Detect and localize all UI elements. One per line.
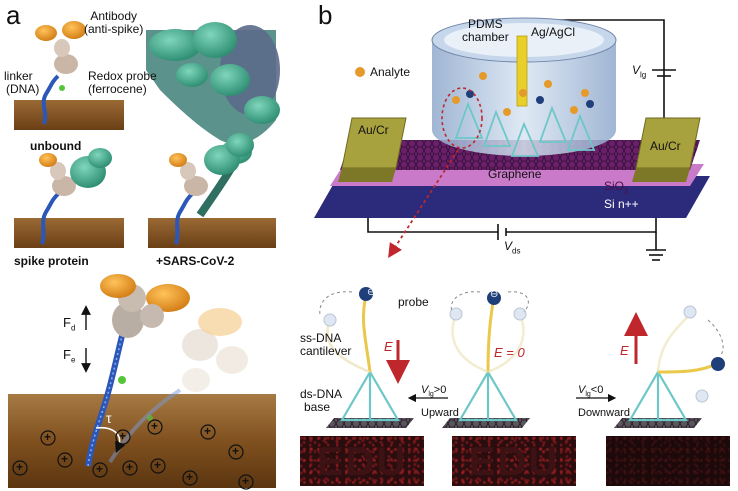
aucr-left-label: Au/Cr: [358, 123, 389, 137]
minus-charge-3: ⊖: [704, 355, 713, 366]
panel-b-letter: b: [318, 0, 333, 30]
plus-charge-4: +: [204, 424, 212, 438]
plus-charge-5: +: [232, 444, 240, 458]
minus-charge-2: ⊖: [490, 289, 499, 300]
unbound-illustration: [14, 21, 124, 130]
fe-label: Fe: [63, 347, 76, 365]
si-label: Si n++: [604, 197, 639, 211]
sars-label: +SARS-CoV-2: [156, 254, 235, 268]
plus-charge-12: +: [242, 474, 250, 488]
cond-downward: Vlg<0 Downward: [578, 384, 630, 420]
plus-charge-3: +: [151, 419, 159, 433]
unbound-label: unbound: [30, 139, 82, 153]
torque-label: τ: [106, 410, 112, 426]
vlg-label: Vlg: [632, 63, 647, 80]
fluorescence-image-left: EDU: [300, 436, 424, 486]
sars-illustration: [148, 133, 276, 248]
fd-label: Fd: [63, 315, 76, 333]
vds-label: Vds: [504, 239, 521, 256]
spike-protein-label: spike protein: [14, 254, 89, 268]
fluorescence-image-middle: EDU: [452, 436, 576, 486]
plus-charge-2: +: [119, 429, 127, 443]
charge-markers: [12, 419, 254, 490]
plus-charge-6: +: [16, 460, 24, 474]
plus-charge-7: +: [61, 452, 69, 466]
ag-agcl-label: Ag/AgCl: [531, 25, 576, 39]
e-field-label-3: E: [620, 343, 629, 358]
plus-charge-10: +: [154, 458, 162, 472]
aucr-right-label: Au/Cr: [650, 139, 681, 153]
minus-charge-1: ⊖: [367, 287, 376, 298]
fluorescence-image-right: [606, 436, 730, 486]
sio2-label: SiO2: [604, 179, 629, 196]
spike-protein-illustration: [14, 148, 124, 248]
plus-charge-1: +: [44, 430, 52, 444]
plus-charge-8: +: [96, 462, 104, 476]
redox-probe-label: Redox probe (ferrocene): [88, 69, 157, 96]
ds-dna-label: ds-DNA base: [300, 387, 343, 414]
force-illustration: [8, 274, 276, 490]
graphene-label: Graphene: [488, 167, 542, 181]
analyte-label: Analyte: [370, 65, 411, 79]
probe-label: probe: [398, 295, 429, 309]
device-illustration: [314, 17, 710, 261]
ss-dna-label: ss-DNA cantilever: [300, 331, 352, 358]
panel-a-letter: a: [6, 0, 21, 30]
antibody-label: Antibody (anti-spike): [84, 9, 144, 36]
e-field-label-1: E: [384, 339, 393, 354]
plus-charge-11: +: [186, 470, 194, 484]
pdms-chamber-label: PDMS chamber: [462, 17, 509, 44]
cantilever-states: [319, 287, 725, 428]
linker-label: linker (DNA): [4, 69, 40, 96]
virus-illustration: [146, 22, 280, 218]
e-zero-label: E = 0: [494, 345, 525, 360]
plus-charge-9: +: [126, 460, 134, 474]
cond-upward: Vlg>0 Upward: [421, 384, 459, 420]
